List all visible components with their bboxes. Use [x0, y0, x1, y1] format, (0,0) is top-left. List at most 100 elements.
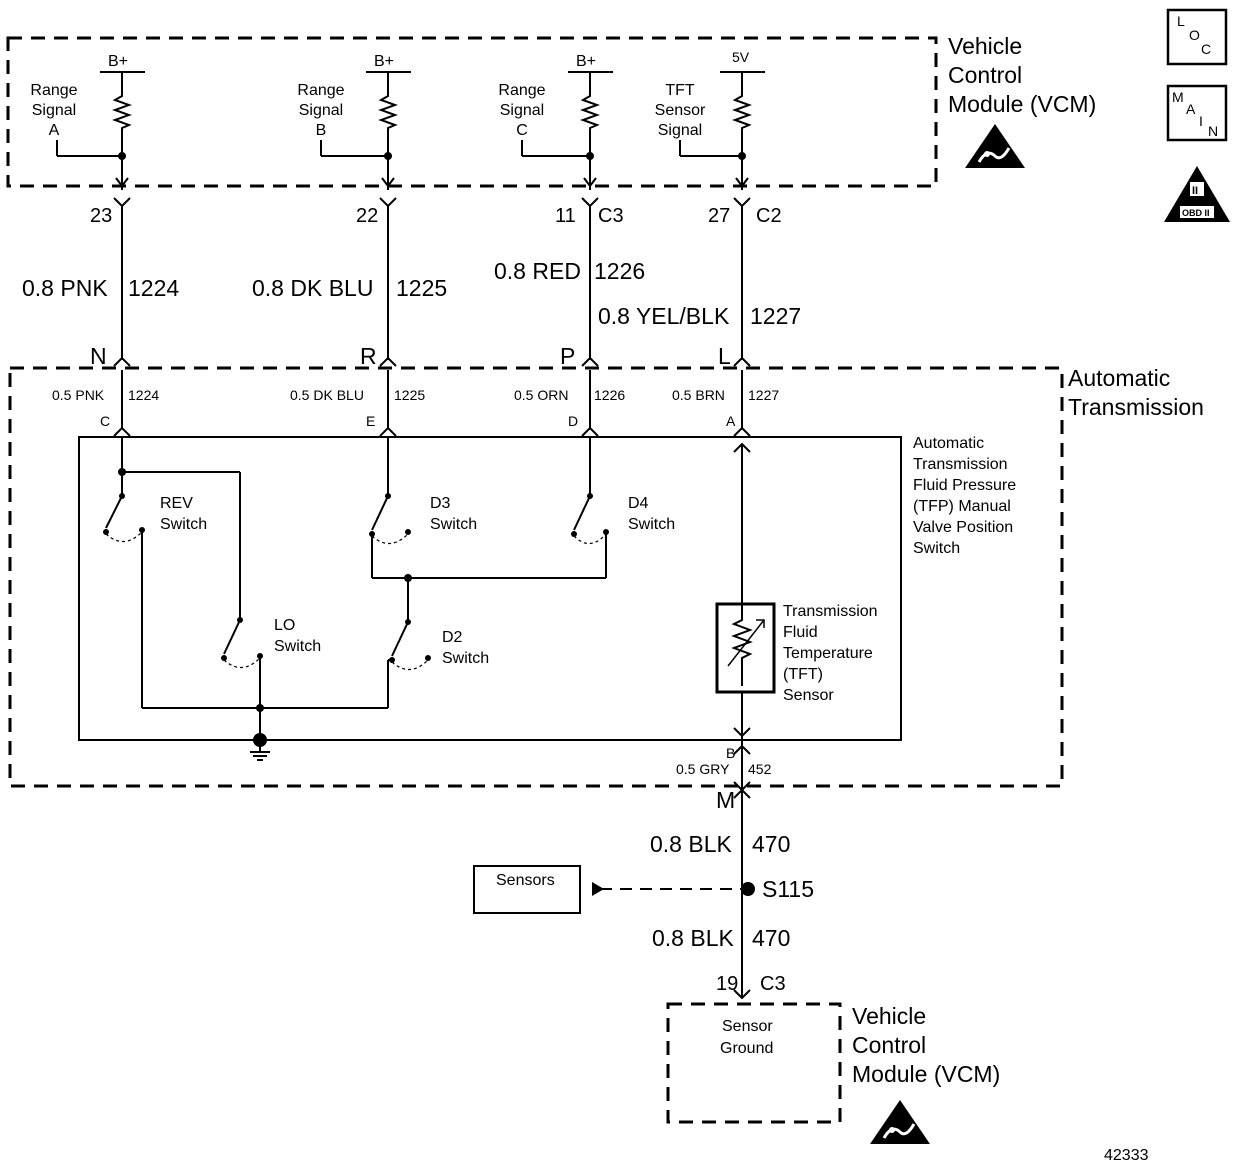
wire-label-dkblu: 0.8 DK BLU [252, 275, 373, 301]
signal-label-tft: TFT Sensor Signal [655, 82, 706, 139]
internal-circuit-1224: 1224 [128, 387, 159, 403]
vcm-top-title-1: Vehicle [948, 33, 1022, 59]
wire-label-yelblk: 0.8 YEL/BLK [598, 303, 730, 329]
pin-a: A [726, 413, 736, 429]
sensors-label: Sensors [496, 872, 555, 889]
tft-sensor-label: Transmission Fluid Temperature (TFT) Sen… [783, 603, 878, 704]
svg-text:C: C [1201, 41, 1211, 57]
supply-label-tft: 5V [732, 49, 750, 65]
signal-label-range-a: Range Signal A [30, 82, 77, 139]
svg-text:OBD II: OBD II [1182, 208, 1210, 218]
d4-switch-label: D4 Switch [628, 495, 675, 533]
pin-c: C [100, 413, 110, 429]
svg-text:II: II [1192, 185, 1198, 197]
svg-text:Valve Position: Valve Position [913, 519, 1013, 536]
vcm-supply-tft [679, 71, 765, 190]
svg-text:Signal: Signal [299, 102, 343, 119]
supply-label-a: B+ [108, 53, 128, 70]
vcm-top-title-2: Control [948, 62, 1022, 88]
svg-text:(TFP) Manual: (TFP) Manual [913, 498, 1011, 515]
vcm-bottom-title-3: Module (VCM) [852, 1061, 1000, 1087]
connector-c3-top: C3 [598, 205, 624, 227]
wire-circuit-1226: 1226 [594, 258, 645, 284]
svg-text:Switch: Switch [430, 516, 477, 533]
harness-wires [113, 197, 751, 367]
svg-text:Switch: Switch [628, 516, 675, 533]
svg-text:LO: LO [274, 617, 295, 634]
pin-27: 27 [708, 205, 730, 227]
sensors-box [473, 865, 581, 914]
svg-text:I: I [1199, 113, 1203, 129]
wire-circuit-1227: 1227 [750, 303, 801, 329]
ground-wire1-label: 0.8 BLK [650, 831, 732, 857]
connector-letter-l: L [718, 343, 731, 369]
wire-circuit-1225: 1225 [396, 275, 447, 301]
wire-circuit-1224: 1224 [128, 275, 179, 301]
svg-text:Signal: Signal [32, 102, 76, 119]
main-icon: M A I N [1166, 84, 1228, 142]
connector-letter-n: N [90, 343, 107, 369]
figure-number: 42333 [1104, 1147, 1149, 1164]
d3-switch-label: D3 Switch [430, 495, 477, 533]
splice-s115-dot [741, 882, 755, 896]
svg-text:D4: D4 [628, 495, 649, 512]
internal-wire-orn: 0.5 ORN [514, 387, 568, 403]
tfp-title: Automatic Transmission Fluid Pressure (T… [913, 435, 1016, 557]
svg-text:L: L [1177, 13, 1185, 29]
sensor-ground-line-1: Sensor [722, 1018, 773, 1035]
internal-circuit-1226: 1226 [594, 387, 625, 403]
svg-text:Fluid Pressure: Fluid Pressure [913, 477, 1016, 494]
splice-s115-label: S115 [762, 876, 814, 902]
svg-text:Sensor: Sensor [655, 102, 706, 119]
esd-warning-icon-top [963, 122, 1027, 170]
svg-text:Range: Range [498, 82, 545, 99]
wire-label-pnk: 0.8 PNK [22, 275, 108, 301]
sensor-ground-line-2: Ground [720, 1040, 773, 1057]
wire-label-red: 0.8 RED [494, 258, 581, 284]
svg-text:Temperature: Temperature [783, 645, 873, 662]
svg-text:Range: Range [297, 82, 344, 99]
rev-switch-label: REV Switch [160, 495, 207, 533]
pin-22: 22 [356, 205, 378, 227]
svg-text:Switch: Switch [442, 650, 489, 667]
pin-19: 19 [716, 973, 738, 995]
svg-text:(TFT): (TFT) [783, 666, 823, 683]
vcm-supply-a [56, 71, 145, 190]
signal-label-range-c: Range Signal C [498, 82, 545, 139]
pin-23: 23 [90, 205, 112, 227]
transmission-title-1: Automatic [1068, 365, 1170, 391]
tfp-switch-box [78, 436, 902, 741]
lo-switch-label: LO Switch [274, 617, 321, 655]
svg-text:C: C [516, 122, 528, 139]
svg-text:Range: Range [30, 82, 77, 99]
signal-label-range-b: Range Signal B [297, 82, 344, 139]
pin-d: D [568, 413, 578, 429]
vcm-top-box [6, 36, 938, 188]
svg-text:Switch: Switch [160, 516, 207, 533]
internal-wire-dkblu: 0.5 DK BLU [290, 387, 364, 403]
esd-warning-icon-bottom [868, 1098, 932, 1146]
obd-ii-icon: II OBD II [1164, 166, 1230, 222]
svg-text:Switch: Switch [913, 540, 960, 557]
switch-network [103, 437, 776, 761]
svg-text:O: O [1189, 27, 1200, 43]
svg-text:N: N [1208, 123, 1218, 139]
vcm-bottom-box [666, 1002, 842, 1124]
pin-e: E [366, 413, 375, 429]
transmission-title-2: Transmission [1068, 394, 1204, 420]
connector-c3-bottom: C3 [760, 973, 786, 995]
pin-11: 11 [555, 205, 576, 227]
svg-text:Signal: Signal [500, 102, 544, 119]
loc-icon: L O C [1166, 8, 1228, 66]
internal-circuit-1225: 1225 [394, 387, 425, 403]
svg-text:D3: D3 [430, 495, 451, 512]
svg-text:D2: D2 [442, 629, 463, 646]
svg-text:M: M [1172, 89, 1184, 105]
vcm-supply-b [320, 71, 411, 190]
supply-label-b: B+ [374, 53, 394, 70]
ground-wire2-circuit: 470 [752, 925, 790, 951]
d2-switch-label: D2 Switch [442, 629, 489, 667]
svg-text:Switch: Switch [274, 638, 321, 655]
svg-text:A: A [1186, 101, 1196, 117]
